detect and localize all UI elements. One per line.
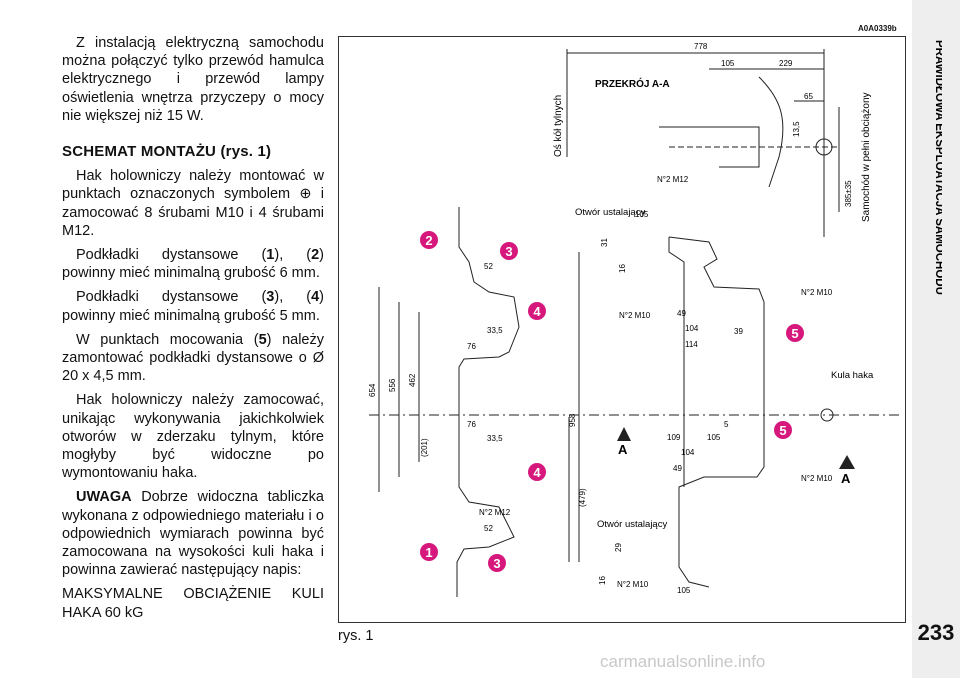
paragraph-mounting: Hak holowniczy należy montować w punktac… (62, 168, 324, 239)
dim-33-5a: 33,5 (487, 326, 503, 335)
dim-m10b: N°2 M10 (801, 288, 833, 297)
svg-text:A: A (841, 471, 851, 486)
watermark: carmanualsonline.info (600, 652, 766, 671)
dim-105c: 105 (707, 433, 721, 442)
dim-229: 229 (779, 59, 793, 68)
dim-556: 556 (388, 378, 397, 392)
hole-label-2: Otwór ustalający (597, 519, 667, 530)
dim-76a: 76 (467, 342, 476, 351)
max-load-text: MAKSYMALNE OBCIĄŻENIE KULI HAKA 60 kG (62, 586, 324, 621)
dim-5: 5 (724, 420, 729, 429)
dim-385: 385±35 (844, 180, 853, 207)
dim-105d: 105 (677, 586, 691, 595)
dim-778: 778 (694, 42, 708, 51)
dim-105a: 105 (721, 59, 735, 68)
figure-caption: rys. 1 (338, 628, 374, 644)
page-number: 233 (917, 620, 955, 645)
dim-958: 958 (568, 413, 577, 427)
mounting-diagram: 778 105 229 65 13,5 385±35 PRZEKRÓJ A-A … (338, 36, 906, 623)
dim-13-5: 13,5 (792, 121, 801, 137)
section-heading: SCHEMAT MONTAŻU (rys. 1) (62, 143, 272, 161)
svg-text:PRAWIDŁOWA EKSPLOATACJA SAMOCH: PRAWIDŁOWA EKSPLOATACJA SAMOCHODU (933, 40, 942, 295)
dim-201: (201) (420, 438, 429, 457)
dim-29: 29 (614, 543, 623, 552)
dim-16b: 16 (598, 576, 607, 585)
dim-m10d: N°2 M10 (617, 580, 649, 589)
callout-5-top: 5 (791, 326, 798, 341)
ball-label: Kula haka (831, 370, 874, 381)
dim-109: 109 (667, 433, 681, 442)
dim-39: 39 (734, 327, 743, 336)
note-paragraph: UWAGA Dobrze widoczna tabliczka wykonana… (62, 489, 324, 579)
dim-m12-left: N°2 M12 (479, 508, 511, 517)
dim-52b: 52 (484, 524, 493, 533)
chapter-sidebar (912, 0, 960, 678)
paragraph-spacers-5: W punktach mocowania (5) należy zamontow… (62, 331, 324, 385)
callout-4-bottom: 4 (533, 465, 541, 480)
callout-3-top: 3 (505, 244, 512, 259)
svg-text:A: A (618, 442, 628, 457)
dim-16a: 16 (618, 264, 627, 273)
dim-654: 654 (368, 383, 377, 397)
figure-reference: A0A0339b (858, 24, 897, 33)
paragraph-bumper: Hak holowniczy należy zamocować, unikają… (62, 392, 324, 482)
loaded-label: Samochód w pełni obciążony (861, 92, 872, 222)
body-text: Z instalacją elektryczną samochodu można… (62, 34, 324, 628)
dim-31: 31 (600, 238, 609, 247)
dim-104a: 104 (685, 324, 699, 333)
paragraph-spacers-3-4: Podkładki dystansowe (3), (4) powinny mi… (62, 289, 324, 324)
dim-76b: 76 (467, 420, 476, 429)
section-a-a-label: PRZEKRÓJ A-A (595, 77, 670, 90)
dim-m10a: N°2 M10 (619, 311, 651, 320)
callout-2: 2 (425, 233, 432, 248)
chapter-title: PRAWIDŁOWA EKSPLOATACJA SAMOCHODU (933, 40, 942, 295)
dim-462: 462 (408, 373, 417, 387)
dim-479: (479) (578, 488, 587, 507)
axle-label: Oś kół tylnych (553, 95, 564, 157)
hole-label-1: Otwór ustalający (575, 207, 645, 218)
dim-52a: 52 (484, 262, 493, 271)
dim-104b: 104 (681, 448, 695, 457)
dim-m12-top: N°2 M12 (657, 175, 689, 184)
paragraph-spacers-1-2: Podkładki dystansowe (1), (2) powinny mi… (62, 247, 324, 282)
callout-3-bottom: 3 (493, 556, 500, 571)
paragraph-electrical: Z instalacją elektryczną samochodu można… (62, 35, 324, 124)
dim-105b: 105 (635, 210, 649, 219)
dim-49a: 49 (677, 309, 686, 318)
callout-4-top: 4 (533, 304, 541, 319)
dim-33-5b: 33,5 (487, 434, 503, 443)
dim-m10c: N°2 M10 (801, 474, 833, 483)
callout-1: 1 (425, 545, 432, 560)
dim-49b: 49 (673, 464, 682, 473)
dim-114: 114 (685, 340, 698, 349)
dim-65: 65 (804, 92, 813, 101)
section-arrow-right: A (839, 455, 855, 486)
section-arrow-left: A (617, 427, 631, 457)
callout-5-bottom: 5 (779, 423, 786, 438)
